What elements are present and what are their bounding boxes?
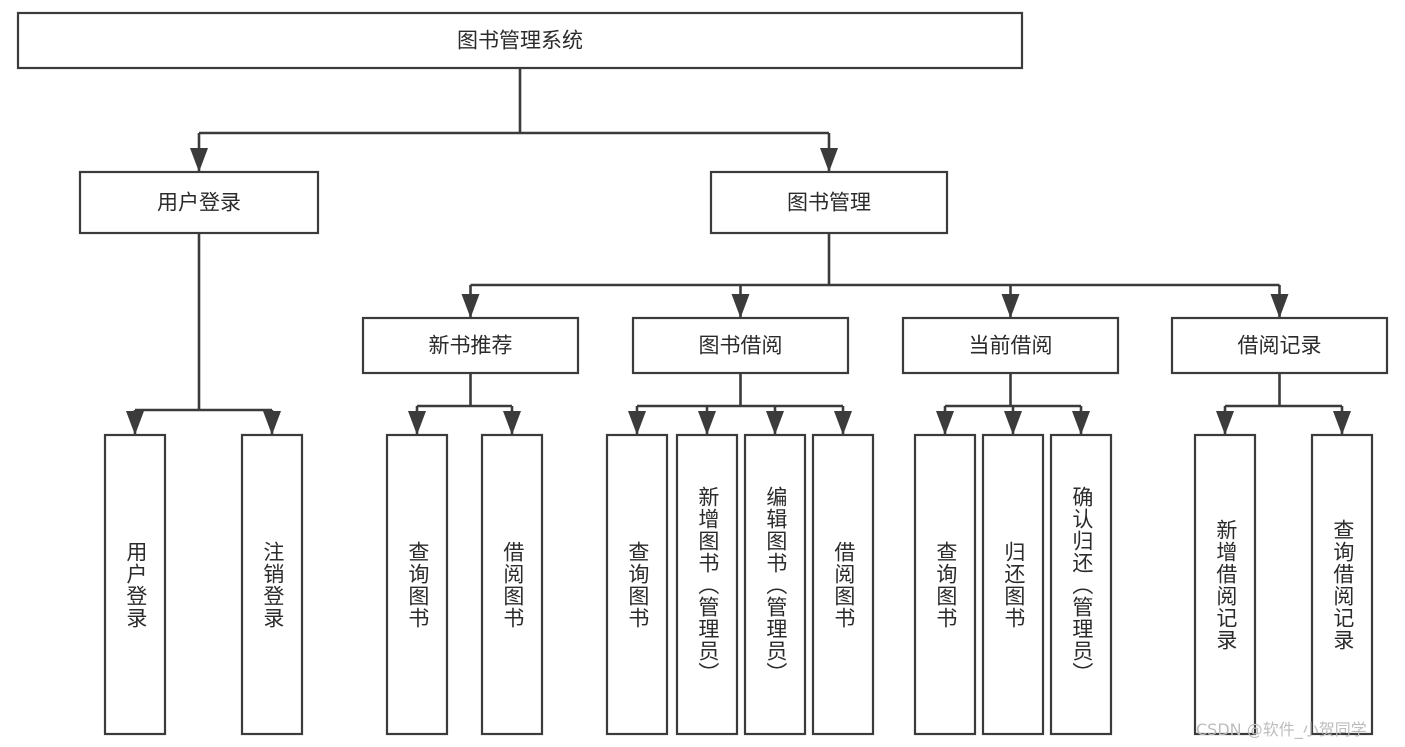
node-leaf-borrow-book[interactable] xyxy=(811,433,875,736)
node-user-login[interactable] xyxy=(78,170,320,235)
node-root[interactable] xyxy=(16,11,1024,70)
node-borrow-record[interactable] xyxy=(1170,316,1389,375)
boxes-layer xyxy=(16,11,1389,736)
node-book-borrow[interactable] xyxy=(631,316,850,375)
edges-layer xyxy=(126,68,1351,435)
csdn-watermark: CSDN @软件_小贺同学 xyxy=(1196,720,1367,739)
arrow-head-book-borrow-to-leaf-add-book xyxy=(698,411,716,435)
arrow-head-current-borrow-to-leaf-return-book xyxy=(1004,411,1022,435)
node-leaf-query-book-cur[interactable] xyxy=(913,433,977,736)
node-leaf-borrow-book-rec[interactable] xyxy=(480,433,544,736)
arrow-head-current-borrow-to-leaf-query-book-cur xyxy=(936,411,954,435)
node-leaf-confirm-return[interactable] xyxy=(1049,433,1113,736)
arrow-head-book-manage-to-current-borrow xyxy=(1001,294,1020,318)
node-leaf-logout[interactable] xyxy=(240,433,304,736)
node-current-borrow[interactable] xyxy=(901,316,1120,375)
node-borrow-record-label: 借阅记录 xyxy=(1238,334,1322,358)
arrow-head-book-borrow-to-leaf-edit-book xyxy=(766,411,784,435)
arrow-head-borrow-record-to-leaf-query-record xyxy=(1333,411,1351,435)
arrow-head-root-to-user-login xyxy=(190,148,208,172)
node-new-book-recommend-label: 新书推荐 xyxy=(429,334,513,358)
node-leaf-query-book-borrow[interactable] xyxy=(605,433,669,736)
arrow-head-borrow-record-to-leaf-add-record xyxy=(1216,411,1234,435)
arrow-head-user-login-to-leaf-logout xyxy=(263,411,281,435)
arrow-head-new-book-recommend-to-leaf-query-book-rec xyxy=(408,411,426,435)
node-leaf-return-book[interactable] xyxy=(981,433,1045,736)
node-leaf-edit-book[interactable] xyxy=(743,433,807,736)
node-leaf-user-login[interactable] xyxy=(103,433,167,736)
node-book-manage[interactable] xyxy=(709,170,949,235)
node-leaf-add-book[interactable] xyxy=(675,433,739,736)
arrow-head-book-manage-to-borrow-record xyxy=(1270,294,1289,318)
node-leaf-query-record[interactable] xyxy=(1310,433,1374,736)
node-new-book-recommend[interactable] xyxy=(361,316,580,375)
node-leaf-add-record[interactable] xyxy=(1193,433,1257,736)
node-root-label: 图书管理系统 xyxy=(457,29,583,53)
arrow-head-book-manage-to-new-book-recommend xyxy=(461,294,480,318)
arrow-head-book-manage-to-book-borrow xyxy=(731,294,750,318)
arrow-head-book-borrow-to-leaf-query-book-borrow xyxy=(628,411,646,435)
node-leaf-query-book-rec[interactable] xyxy=(385,433,449,736)
node-current-borrow-label: 当前借阅 xyxy=(969,334,1053,358)
arrow-head-current-borrow-to-leaf-confirm-return xyxy=(1072,411,1090,435)
arrow-head-new-book-recommend-to-leaf-borrow-book-rec xyxy=(503,411,521,435)
arrow-head-book-borrow-to-leaf-borrow-book xyxy=(834,411,852,435)
node-book-manage-label: 图书管理 xyxy=(787,191,871,215)
node-book-borrow-label: 图书借阅 xyxy=(699,334,783,358)
arrow-head-user-login-to-leaf-user-login xyxy=(126,411,144,435)
node-user-login-label: 用户登录 xyxy=(157,191,241,215)
arrow-head-root-to-book-manage xyxy=(820,148,838,172)
